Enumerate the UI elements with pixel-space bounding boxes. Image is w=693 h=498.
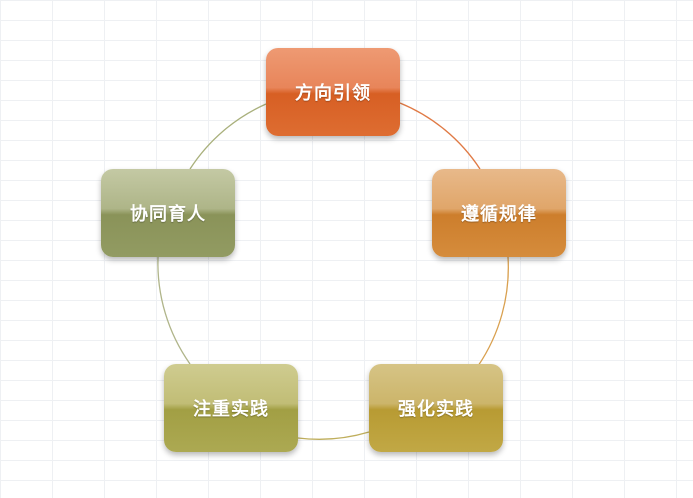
node-collaborative-education: 协同育人 [101,169,235,257]
connector-3-4 [297,431,370,440]
node-label: 遵循规律 [461,204,537,225]
connector-5-1 [189,103,267,170]
connector-1-2 [399,102,481,170]
connector-2-3 [477,256,509,367]
connector-4-5 [157,256,191,365]
node-label: 注重实践 [193,399,269,420]
node-direction-guidance: 方向引领 [266,48,400,136]
node-follow-laws: 遵循规律 [432,169,566,257]
node-label: 协同育人 [130,204,206,225]
node-label: 强化实践 [398,399,474,420]
node-label: 方向引领 [295,83,371,104]
node-strengthen-practice: 强化实践 [369,364,503,452]
node-emphasize-practice: 注重实践 [164,364,298,452]
